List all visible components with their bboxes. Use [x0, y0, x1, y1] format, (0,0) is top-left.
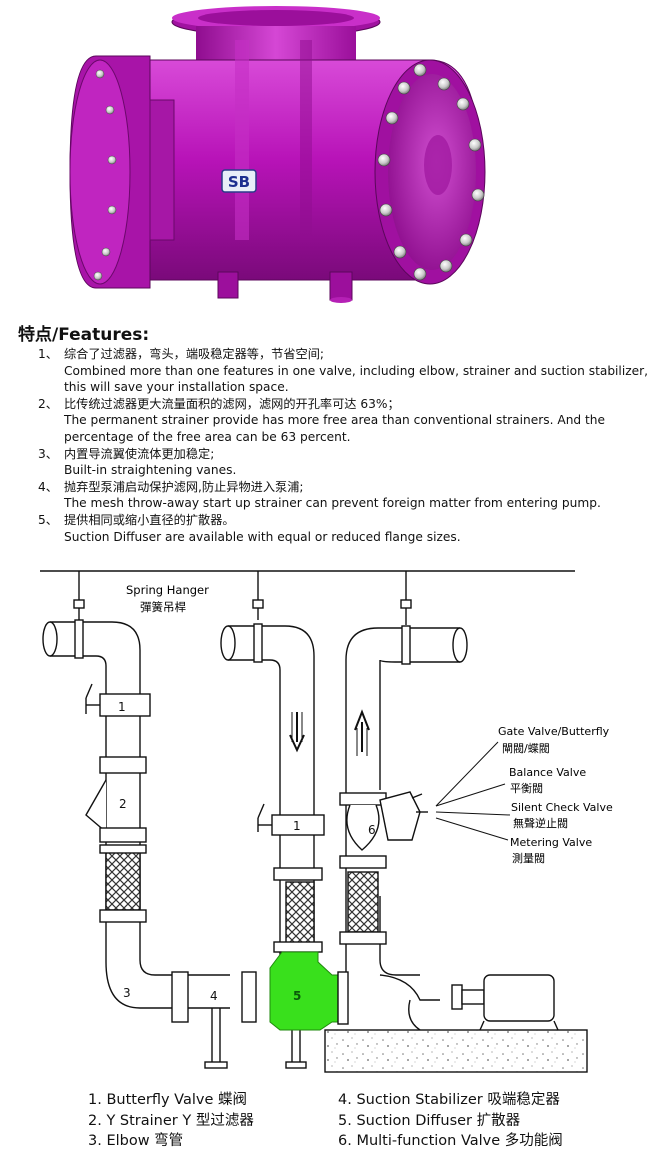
left-pipe-run: [50, 621, 230, 1009]
legend-item: 2. Y Strainer Y 型过滤器: [88, 1112, 254, 1129]
label-1-left: 1: [118, 700, 126, 714]
callout-lines: [435, 741, 511, 841]
label-3: 3: [123, 986, 131, 1000]
callout-gate-valve-en: Gate Valve/Butterfly: [498, 725, 610, 738]
legend-item: 6. Multi-function Valve 多功能阀: [338, 1133, 563, 1149]
callout-metering-valve-zh: 測量閥: [512, 851, 545, 865]
legend-right: 4. Suction Stabilizer 吸端稳定器 5. Suction D…: [338, 1090, 563, 1152]
legend-item: 4. Suction Stabilizer 吸端稳定器: [338, 1092, 560, 1108]
foundation-base: [324, 1029, 588, 1073]
callout-check-valve-zh: 無聲逆止閥: [513, 816, 568, 830]
legend-item: 3. Elbow 弯管: [88, 1133, 184, 1149]
legend-left: 1. Butterfly Valve 蝶阀 2. Y Strainer Y 型过…: [88, 1090, 254, 1152]
callout-balance-valve-zh: 平衡閥: [510, 782, 543, 795]
sb-logo-plate: [221, 169, 257, 193]
suction-diffuser-illustration: SB: [69, 6, 486, 303]
spring-hanger-label-zh: 彈簧吊桿: [140, 600, 186, 614]
callout-balance-valve-en: Balance Valve: [509, 766, 586, 779]
label-1-middle: 1: [293, 819, 301, 833]
callout-metering-valve-en: Metering Valve: [510, 836, 592, 849]
cover-bolts: [377, 63, 485, 281]
spring-hanger-label-en: Spring Hanger: [126, 583, 209, 597]
features-list: 1、 综合了过滤器，弯头，端吸稳定器等，节省空间; Combined more …: [38, 346, 653, 545]
left-flange-bolts: [93, 69, 117, 281]
features-heading: 特点/Features:: [18, 325, 150, 345]
callout-gate-valve-zh: 閘閥/蝶閥: [502, 741, 550, 755]
legend-item: 5. Suction Diffuser 扩散器: [338, 1112, 521, 1129]
feature-item: 4、 抛弃型泵浦启动保护滤网,防止异物进入泵浦; The mesh throw-…: [38, 479, 601, 511]
feature-item: 2、 比传统过滤器更大流量面积的滤网，滤网的开孔率可达 63%； The per…: [38, 396, 606, 444]
feature-item: 5、 提供相同或缩小直径的扩散器。 Suction Diffuser are a…: [38, 512, 461, 544]
middle-pipe-run: [228, 625, 315, 960]
label-5: 5: [293, 989, 301, 1003]
feature-item: 1、 综合了过滤器，弯头，端吸稳定器等，节省空间; Combined more …: [38, 347, 648, 395]
label-2: 2: [119, 797, 127, 811]
callout-check-valve-en: Silent Check Valve: [511, 801, 613, 814]
feature-item: 3、 内置导流翼使流体更加稳定; Built-in straightening …: [38, 446, 237, 478]
label-6: 6: [368, 823, 376, 837]
suction-diffuser-highlight: [269, 951, 339, 1031]
sb-logo-text: SB: [228, 173, 250, 191]
legend-item: 1. Butterfly Valve 蝶阀: [88, 1092, 247, 1108]
installation-diagram: 1 2 3 4 1 6 5 Spring Hanger 彈簧吊桿 Gate Va…: [40, 570, 613, 1073]
label-4: 4: [210, 989, 218, 1003]
